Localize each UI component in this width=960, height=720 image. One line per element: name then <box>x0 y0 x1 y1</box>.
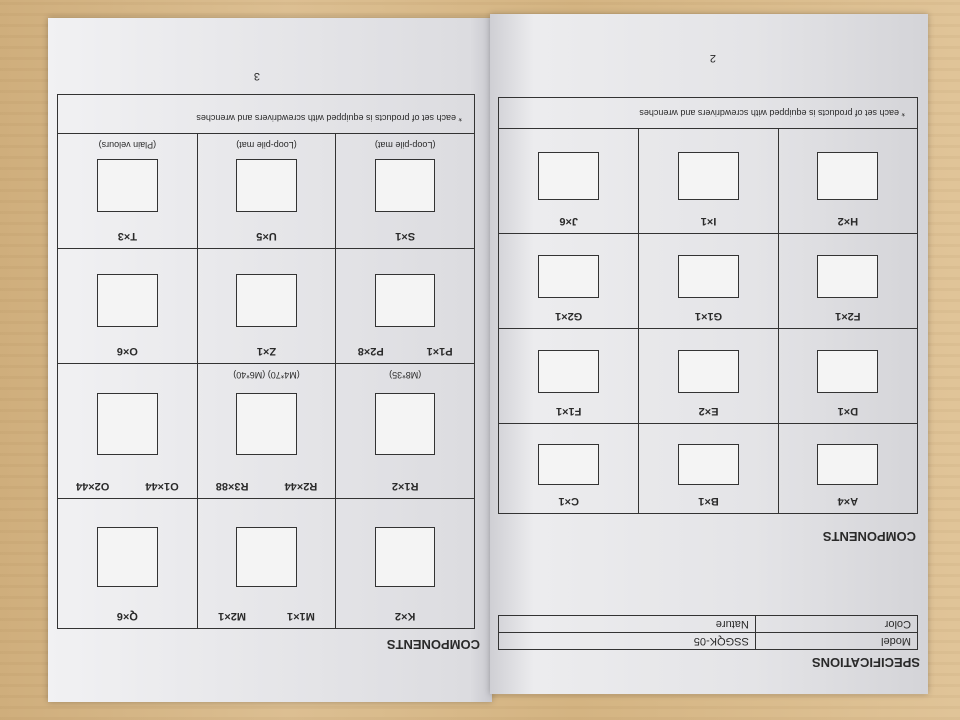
component-cell: R1×2 (M8*35) <box>335 363 474 498</box>
component-label: F2×1 <box>835 310 861 322</box>
component-label: I×1 <box>700 215 717 227</box>
component-cell: P1×1 P2×8 <box>335 248 474 363</box>
component-cell: F2×1 <box>777 233 917 328</box>
component-label: G2×1 <box>555 310 583 322</box>
component-drawing <box>96 393 158 456</box>
component-label: T×3 <box>117 230 137 242</box>
component-drawing <box>538 443 600 485</box>
component-cell: G1×1 <box>638 233 778 328</box>
component-label: S×1 <box>395 230 416 242</box>
component-drawing <box>817 443 879 485</box>
page-number: 3 <box>253 70 260 82</box>
component-drawing <box>678 151 739 200</box>
component-drawing <box>678 254 739 298</box>
component-caption: (Loop-pile mat) <box>236 140 297 150</box>
component-label: R2×44 <box>284 480 318 492</box>
component-drawing <box>374 159 436 212</box>
component-drawing <box>538 349 600 393</box>
component-caption: (M4*70) (M6*40) <box>233 370 300 380</box>
component-drawing <box>96 274 158 327</box>
page-number: 2 <box>709 52 716 64</box>
component-caption: (Loop-pile mat) <box>374 140 436 150</box>
components-title: COMPONENTS <box>386 637 480 652</box>
component-drawing <box>96 159 158 212</box>
component-label: M1×1 <box>287 610 315 622</box>
component-label: J×6 <box>559 215 579 227</box>
component-cell: J×6 <box>499 128 639 233</box>
component-cell: I×1 <box>638 128 778 233</box>
component-cell: O×6 <box>58 248 197 363</box>
component-cell: C×1 <box>499 423 639 513</box>
component-drawing <box>374 393 436 456</box>
component-drawing <box>374 527 436 587</box>
component-drawing <box>236 393 297 456</box>
component-cell: D×1 <box>777 328 917 423</box>
component-label: P1×1 <box>426 345 453 357</box>
component-label: G1×1 <box>694 310 723 322</box>
component-cell: Q×6 <box>58 498 197 628</box>
component-drawing <box>817 349 879 393</box>
component-drawing <box>236 527 297 587</box>
component-cell: O1×44 O2×44 <box>58 363 197 498</box>
component-drawing <box>538 254 600 298</box>
component-label: U×5 <box>256 230 277 242</box>
components-grid: A×4 B×1 C×1 D×1 E×2 F1×1 F2×1 G1×1 G2×1 H×2 I×1 J×6… <box>498 97 918 514</box>
component-label: F1×1 <box>555 405 582 417</box>
component-label: R3×88 <box>215 480 249 492</box>
component-drawing <box>236 274 297 327</box>
component-label: E×2 <box>698 405 719 417</box>
component-cell: U×5 (Loop-pile mat) <box>196 133 336 248</box>
component-drawing <box>236 159 297 212</box>
component-drawing <box>817 254 879 298</box>
component-label: A×4 <box>837 495 859 507</box>
spec-value: SSGQK-05 <box>498 632 756 650</box>
component-cell: E×2 <box>638 328 778 423</box>
spec-key: Model <box>755 632 918 650</box>
specifications-title: SPECIFICATIONS <box>811 655 920 670</box>
components-title: COMPONENTS <box>822 529 916 544</box>
component-label: K×2 <box>394 610 416 622</box>
footnote: * each set of products is equipped with … <box>196 113 462 123</box>
component-cell: M1×1 M2×1 <box>196 498 336 628</box>
component-drawing <box>538 151 600 200</box>
footnote: * each set of products is equipped with … <box>639 108 905 118</box>
manual-page-3: COMPONENTS K×2 M1×1 M2×1 Q×6 R1×2 (M8*35) R2×4… <box>48 18 492 702</box>
component-cell: Z×1 <box>196 248 336 363</box>
component-label: O2×44 <box>76 480 110 492</box>
component-cell: S×1 (Loop-pile mat) <box>335 133 474 248</box>
component-label: O1×44 <box>145 480 179 492</box>
component-label: P2×8 <box>357 345 384 357</box>
spec-value: Nature <box>498 615 756 633</box>
components-grid: K×2 M1×1 M2×1 Q×6 R1×2 (M8*35) R2×44 R3×88 (M4*7… <box>57 94 475 629</box>
component-label: H×2 <box>837 215 859 227</box>
component-drawing <box>374 274 436 327</box>
component-drawing <box>96 527 158 587</box>
component-cell: T×3 (Plain velours) <box>58 133 197 248</box>
component-label: Q×6 <box>116 610 138 622</box>
component-label: R1×2 <box>391 480 419 492</box>
component-cell: F1×1 <box>499 328 639 423</box>
component-caption: (M8*35) <box>389 370 422 380</box>
component-label: O×6 <box>116 345 138 357</box>
component-drawing <box>678 349 739 393</box>
component-cell: G2×1 <box>499 233 639 328</box>
component-cell: K×2 <box>335 498 474 628</box>
component-label: D×1 <box>837 405 859 417</box>
component-label: M2×1 <box>218 610 247 622</box>
component-label: Z×1 <box>256 345 277 357</box>
component-cell: R2×44 R3×88 (M4*70) (M6*40) <box>196 363 336 498</box>
component-label: C×1 <box>558 495 579 507</box>
component-caption: (Plain velours) <box>98 140 157 150</box>
component-cell: B×1 <box>638 423 778 513</box>
component-label: B×1 <box>698 495 719 507</box>
component-drawing <box>817 151 879 200</box>
component-cell: H×2 <box>777 128 917 233</box>
component-drawing <box>678 443 739 485</box>
component-cell: A×4 <box>777 423 917 513</box>
spec-key: Color <box>755 615 918 633</box>
